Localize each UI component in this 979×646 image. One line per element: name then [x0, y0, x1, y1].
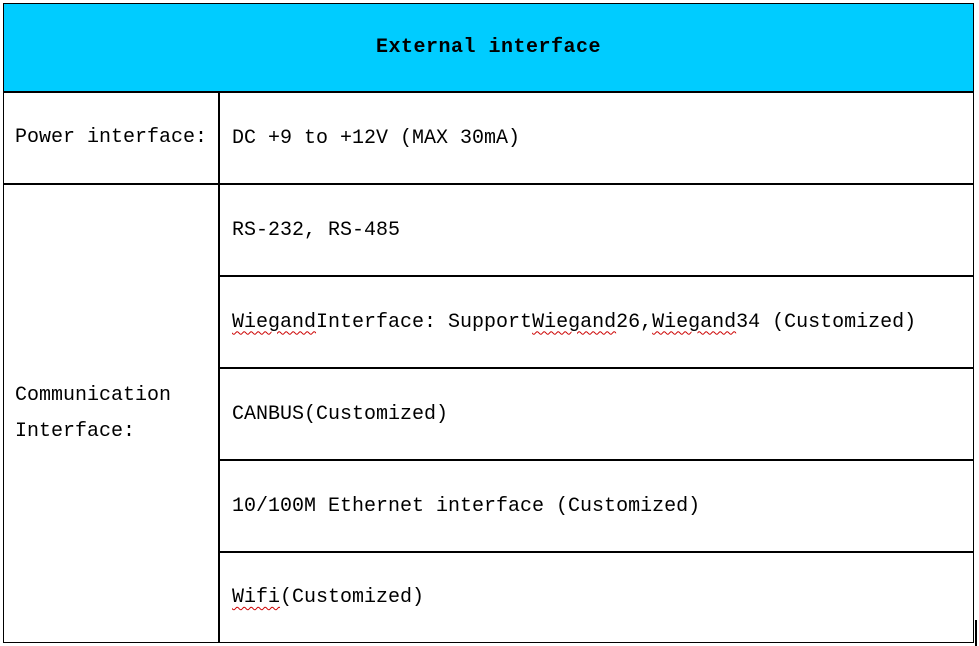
wiegand-text-b: 26, — [616, 310, 653, 334]
external-interface-table: External interface Power interface: DC +… — [3, 3, 974, 643]
window-edge-divider — [975, 620, 977, 646]
wiegand-word: Wiegand — [232, 310, 317, 334]
table-title: External interface — [4, 4, 973, 93]
power-interface-value: DC +9 to +12V (MAX 30mA) — [220, 93, 973, 185]
wiegand-word: Wiegand — [532, 310, 617, 334]
comm-item-canbus: CANBUS(Customized) — [220, 369, 973, 461]
comm-item-serial: RS-232, RS-485 — [220, 185, 973, 277]
wiegand-text-a: Interface: Support — [316, 310, 533, 334]
communication-label-line1: Communication — [15, 383, 172, 407]
comm-item-wiegand: Wiegand Interface: Support Wiegand 26, W… — [220, 277, 973, 369]
wifi-text: (Customized) — [280, 586, 425, 609]
wifi-word: Wifi — [232, 586, 281, 609]
comm-item-wifi: Wifi (Customized) — [220, 553, 973, 642]
comm-item-ethernet: 10/100M Ethernet interface (Customized) — [220, 461, 973, 553]
communication-interface-label: Communication Interface: — [4, 185, 220, 642]
wiegand-word: Wiegand — [652, 310, 737, 334]
wiegand-text-c: 34 (Customized) — [736, 310, 917, 334]
communication-label-line2: Interface: — [15, 419, 136, 443]
power-interface-label: Power interface: — [4, 93, 220, 185]
